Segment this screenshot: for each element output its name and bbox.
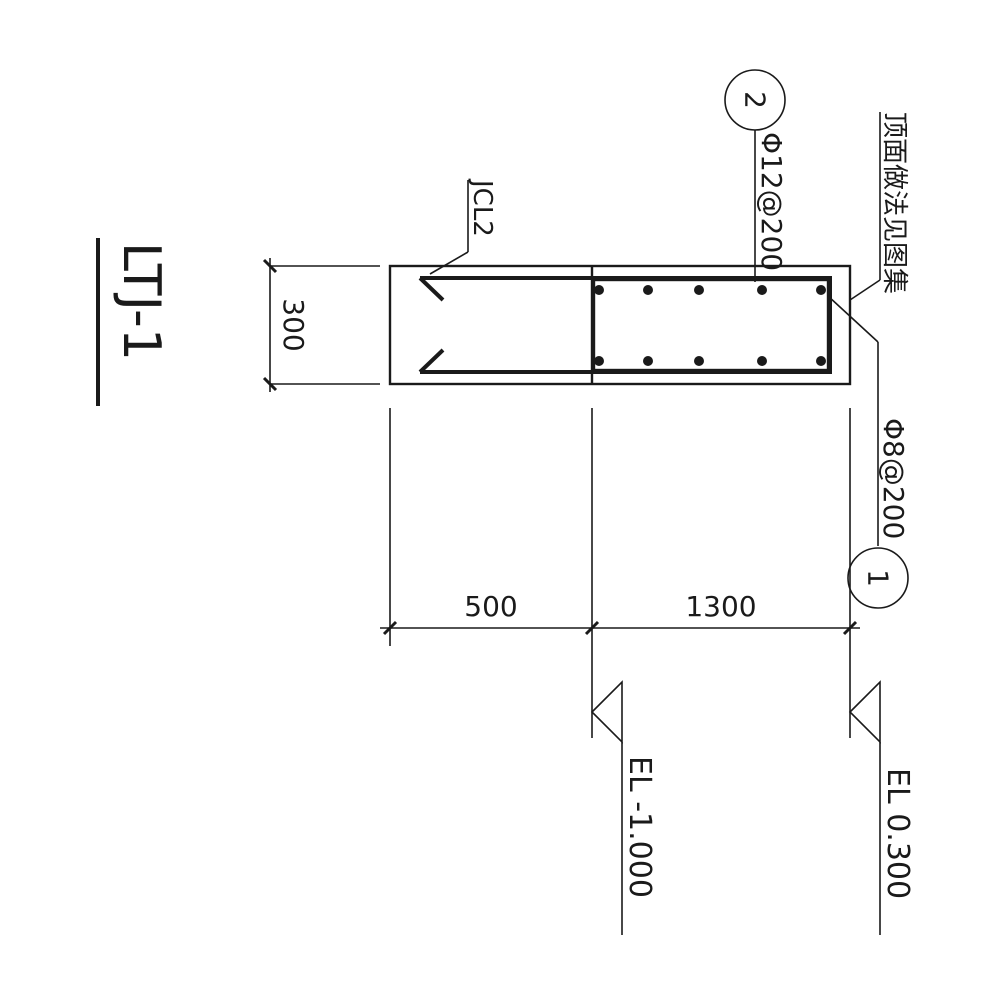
beam-callout: JCL2 bbox=[429, 178, 497, 275]
rebar-dot bbox=[594, 356, 604, 366]
rebar-dot bbox=[694, 285, 704, 295]
section-boundary bbox=[388, 264, 852, 386]
rebar-dot bbox=[643, 356, 653, 366]
beam-callout-label: JCL2 bbox=[467, 178, 497, 237]
rebar-cage bbox=[418, 276, 832, 374]
elevation-low: EL -1.000 bbox=[590, 680, 657, 935]
rebar-dot bbox=[594, 285, 604, 295]
width-dimensions: 500 1300 bbox=[380, 408, 860, 738]
right-width-label: 1300 bbox=[685, 590, 756, 623]
finish-note: 顶面做法见图集 bbox=[849, 112, 909, 301]
elevation-high: EL 0.300 bbox=[848, 680, 915, 935]
rebar-dot bbox=[757, 356, 767, 366]
stirrup-label: Φ8@200 bbox=[877, 418, 910, 539]
top-rebar-callout: 2 Φ12@200 bbox=[724, 69, 788, 282]
section-outline bbox=[388, 264, 852, 386]
elevation-triangle bbox=[590, 680, 623, 744]
dimension-tick bbox=[262, 376, 278, 392]
top-hook bbox=[418, 276, 445, 302]
stirrup bbox=[592, 278, 830, 372]
dimension-tick bbox=[584, 620, 600, 636]
elevation-high-label: EL 0.300 bbox=[880, 768, 915, 899]
rebar-dot bbox=[757, 285, 767, 295]
rebar-dot bbox=[643, 285, 653, 295]
note-leader bbox=[849, 279, 881, 301]
stirrup-leader bbox=[827, 295, 879, 343]
elevation-triangle bbox=[848, 680, 881, 744]
top-rebar-label: Φ12@200 bbox=[755, 132, 788, 271]
main-rebar bbox=[420, 276, 832, 374]
depth-dimension-label: 300 bbox=[277, 298, 310, 351]
rebar-mark-number: 2 bbox=[739, 91, 772, 109]
depth-dimension: 300 bbox=[262, 258, 380, 392]
rebar-dots bbox=[594, 285, 826, 366]
stirrup-mark-circle bbox=[847, 547, 909, 609]
finish-note-label: 顶面做法见图集 bbox=[879, 112, 909, 294]
dimension-tick bbox=[262, 258, 278, 274]
bottom-hook bbox=[418, 348, 445, 374]
left-width-label: 500 bbox=[464, 590, 517, 623]
elevation-low-label: EL -1.000 bbox=[622, 756, 657, 898]
stirrup-mark-number: 1 bbox=[862, 569, 895, 587]
rebar-dot bbox=[816, 285, 826, 295]
drawing-title: LTJ-1 bbox=[111, 242, 171, 361]
rebar-dot bbox=[816, 356, 826, 366]
stirrup-callout: Φ8@200 1 bbox=[827, 295, 910, 609]
rebar-dot bbox=[694, 356, 704, 366]
dimension-tick bbox=[382, 620, 398, 636]
beam-leader bbox=[429, 251, 469, 275]
dimension-tick bbox=[842, 620, 858, 636]
title-group: LTJ-1 bbox=[96, 238, 171, 406]
